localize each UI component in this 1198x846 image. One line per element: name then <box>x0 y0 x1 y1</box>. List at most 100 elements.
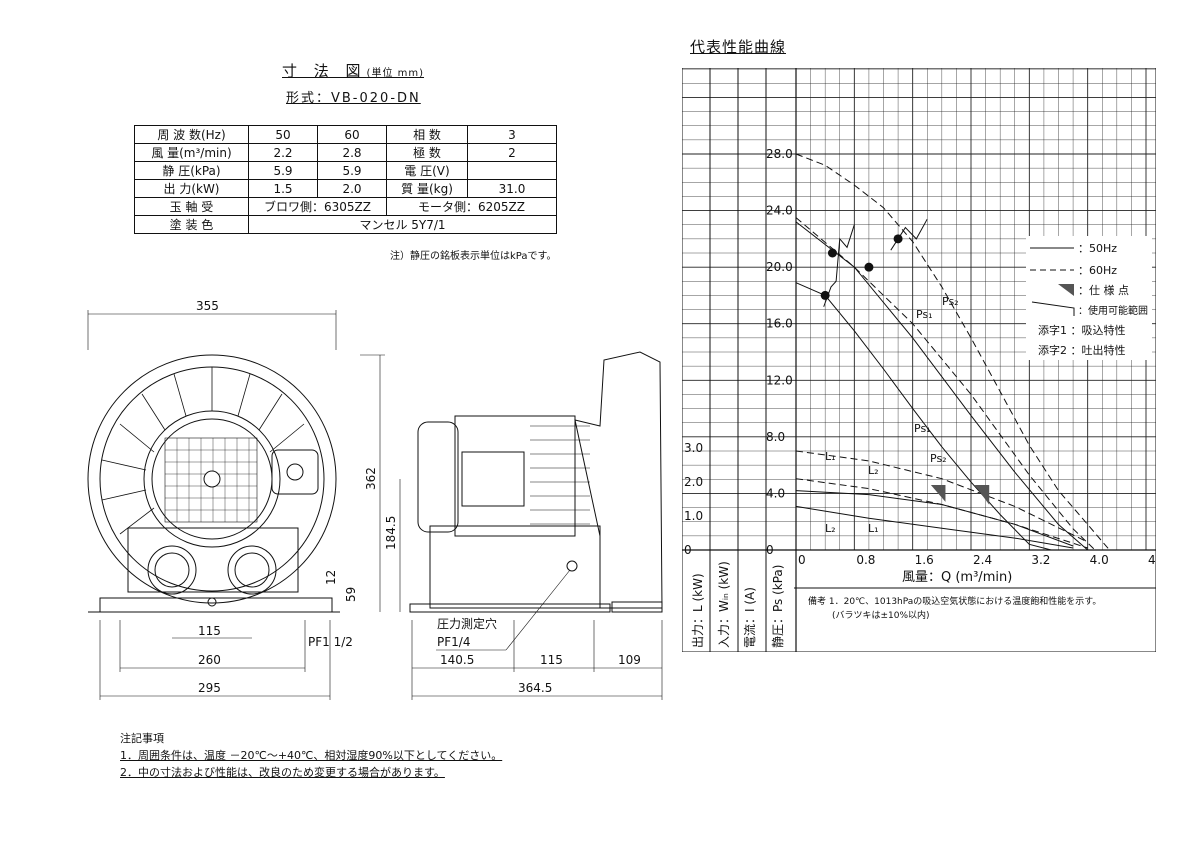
dim-355: 355 <box>196 299 219 313</box>
chart-legend: ：50Hz ：60Hz ：仕 様 点 ：使用可能範囲 添字1 ：吸込特性 添字2… <box>1026 236 1152 360</box>
spec-label: 相 数 <box>386 125 468 144</box>
pressure-hole-title: 圧力測定穴 <box>437 616 497 631</box>
spec-value-60: 2.0 <box>317 179 387 198</box>
spec-point <box>827 248 837 258</box>
spec-value-50: 50 <box>248 125 318 144</box>
y-tick-label: 16.0 <box>766 317 793 331</box>
chart-remark2: (バラツキは±10%以内) <box>832 609 930 621</box>
x-tick-label: 2.4 <box>973 553 992 567</box>
front-view <box>87 354 340 613</box>
spec-label: 風 量(m³/min) <box>134 143 249 162</box>
table-row: 塗 装 色 マンセル 5Y7/1 <box>134 215 557 234</box>
y-label-input: 入力：Wᵢₙ (kW) <box>717 561 731 648</box>
table-row: 周 波 数(Hz) 50 60 相 数 3 <box>134 125 557 144</box>
spec-label: 出 力(kW) <box>134 179 249 198</box>
footnote-item-2: 2．中の寸法および性能は、改良のため変更する場合があります。 <box>120 766 445 779</box>
dim-109: 109 <box>618 653 641 667</box>
spec-point <box>864 262 874 272</box>
drawing-title-text: 寸 法 図 <box>282 62 367 80</box>
pressure-hole-size: PF1/4 <box>437 635 470 649</box>
y-label-current: 電流：I (A) <box>743 587 757 648</box>
spec-value: 2 <box>467 143 557 162</box>
dim-59: 59 <box>344 587 358 602</box>
output-tick-label: 0 <box>684 543 692 557</box>
side-view <box>409 351 663 613</box>
spec-label: 玉 軸 受 <box>134 197 249 216</box>
annotation-L2: L₂ <box>868 464 879 477</box>
y-tick-label: 4.0 <box>766 486 785 500</box>
output-tick-label: 2.0 <box>684 475 703 489</box>
y-tick-label: 20.0 <box>766 260 793 274</box>
performance-chart: 00.81.62.43.24.04.804.08.012.016.020.024… <box>682 68 1156 652</box>
bearing-blower: ブロワ側：6305ZZ <box>248 197 387 216</box>
series-line <box>795 217 1096 551</box>
x-tick-label: 1.6 <box>915 553 934 567</box>
spec-label: 質 量(kg) <box>386 179 468 198</box>
port-label: PF1 1/2 <box>308 635 353 649</box>
x-tick-label: 4.0 <box>1090 553 1109 567</box>
side-dimensions <box>399 479 663 700</box>
x-axis-label: 風量：Q (m³/min) <box>902 570 1012 585</box>
y-tick-label: 0 <box>766 543 774 557</box>
spec-label: 周 波 数(Hz) <box>134 125 249 144</box>
y-tick-label: 12.0 <box>766 373 793 387</box>
legend-60hz: ：60Hz <box>1078 264 1117 277</box>
spec-value-50: 5.9 <box>248 161 318 180</box>
model-name: 形式：VB-020-DN <box>286 91 421 106</box>
spec-value-60: 2.8 <box>317 143 387 162</box>
series-line <box>795 478 1088 549</box>
legend-suffix1: 添字1 ：吸込特性 <box>1038 323 1126 337</box>
y-tick-label: 24.0 <box>766 204 793 218</box>
series-line <box>795 490 1074 547</box>
spec-note: 注）静圧の銘板表示単位はkPaです。 <box>390 251 557 262</box>
drawing-title: 寸 法 図(単位 mm) <box>282 60 424 81</box>
dim-364-5: 364.5 <box>518 681 552 695</box>
legend-spec-point: ：仕 様 点 <box>1078 283 1129 297</box>
dim-115-side: 115 <box>540 653 563 667</box>
spec-label: 電 圧(V) <box>386 161 468 180</box>
spec-value-60: 60 <box>317 125 387 144</box>
dim-295: 295 <box>198 681 221 695</box>
output-tick-label: 3.0 <box>684 441 703 455</box>
front-dimensions <box>87 310 385 700</box>
spec-value-60: 5.9 <box>317 161 387 180</box>
series-line <box>795 282 1052 551</box>
chart-title: 代表性能曲線 <box>690 38 787 56</box>
spec-value: 31.0 <box>467 179 557 198</box>
annotation-L1b: L₁ <box>868 522 879 535</box>
spec-label: 極 数 <box>386 143 468 162</box>
legend-suffix2: 添字2 ：吐出特性 <box>1038 343 1126 357</box>
annotation-L1: L₁ <box>825 450 836 463</box>
chart-annotations: L₁ L₂ L₂ L₁ Ps₁ Ps₂ Ps₁ Ps₂ <box>825 295 959 535</box>
spec-hatch <box>930 484 946 502</box>
legend-hatch-icon <box>1058 284 1074 296</box>
x-tick-label: 0.8 <box>856 553 875 567</box>
dim-115-front: 115 <box>198 624 221 638</box>
x-tick-label: 3.2 <box>1031 553 1050 567</box>
chart-axes: 00.81.62.43.24.04.804.08.012.016.020.024… <box>684 147 1156 567</box>
spec-label: 静 圧(kPa) <box>134 161 249 180</box>
x-tick-label: 0 <box>798 553 806 567</box>
output-tick-label: 1.0 <box>684 509 703 523</box>
chart-remark: 備考 1．20℃、1013hPaの吸込空気状態における温度飽和性能を示す。 <box>808 595 1101 607</box>
series-line <box>795 505 1074 549</box>
series-line <box>795 450 1088 543</box>
series-line <box>795 221 1089 551</box>
spec-table: 周 波 数(Hz) 50 60 相 数 3 風 量(m³/min) 2.2 2.… <box>134 125 557 234</box>
dim-140-5: 140.5 <box>440 653 474 667</box>
footnotes: 注記事項 1．周囲条件は、温度 －20℃～+40℃、相対湿度90%以下としてくだ… <box>120 730 502 781</box>
dimension-labels: 355 362 184.5 12 59 115 260 295 PF1 1/2 … <box>196 299 641 695</box>
legend-range-icon <box>1031 301 1075 316</box>
footnote-item-1: 1．周囲条件は、温度 －20℃～+40℃、相対湿度90%以下としてください。 <box>120 749 503 762</box>
spec-value: 3 <box>467 125 557 144</box>
footnote-title: 注記事項 <box>120 732 164 745</box>
annotation-Ps1-60: Ps₁ <box>916 308 933 321</box>
x-tick-label: 4.8 <box>1148 553 1156 567</box>
dimension-drawing: 355 362 184.5 12 59 115 260 295 PF1 1/2 … <box>87 299 663 700</box>
range-marker <box>890 218 928 251</box>
table-row: 静 圧(kPa) 5.9 5.9 電 圧(V) <box>134 161 557 180</box>
legend-50hz: ：50Hz <box>1078 242 1117 255</box>
y-tick-label: 28.0 <box>766 147 793 161</box>
bearing-motor: モータ側：6205ZZ <box>386 197 557 216</box>
table-row: 玉 軸 受 ブロワ側：6305ZZ モータ側：6205ZZ <box>134 197 557 216</box>
